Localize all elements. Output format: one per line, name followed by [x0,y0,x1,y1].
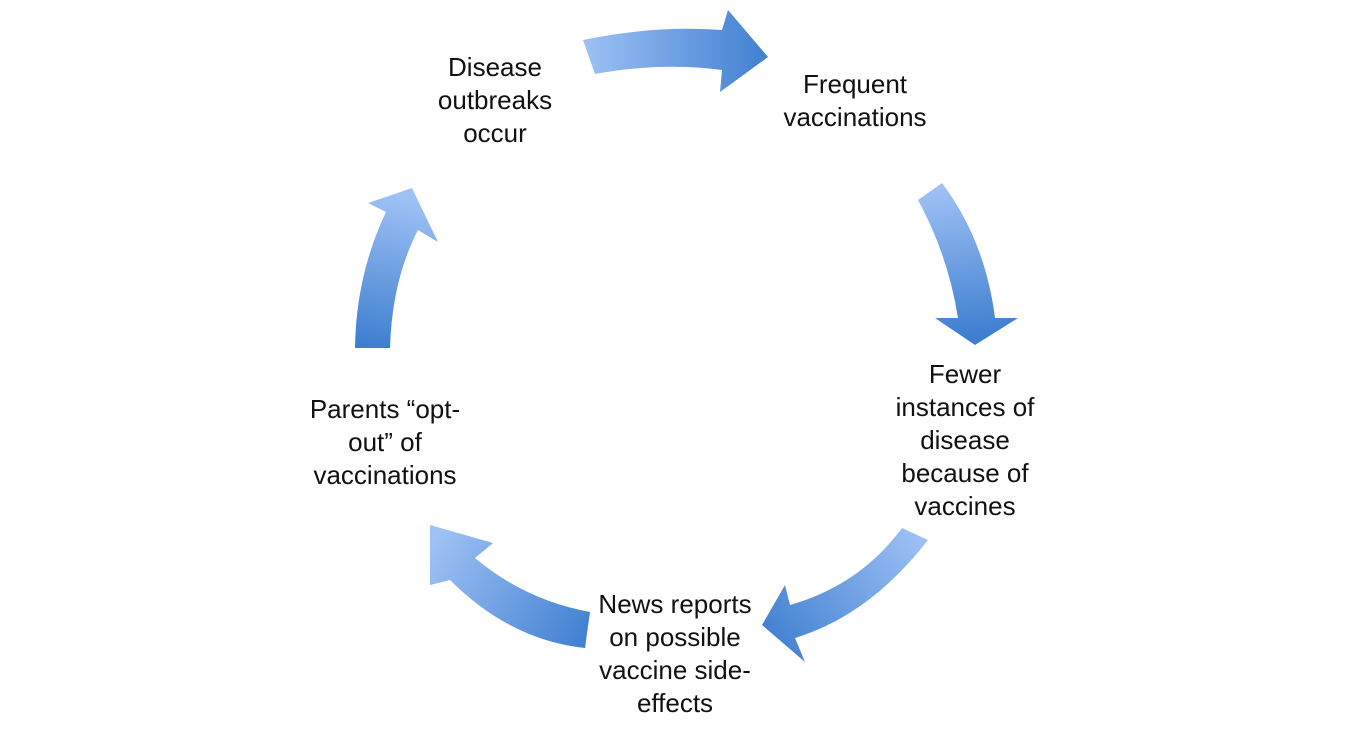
node-fewer-instances: Fewer instances of disease because of va… [870,358,1060,523]
node-line: vaccinations [783,102,927,132]
node-line: Parents “opt- [309,394,461,424]
node-line: occur [463,118,527,148]
node-line: outbreaks [437,85,553,115]
node-line: on possible [609,622,741,652]
arrow-outbreaks-to-vaccinations [583,10,768,92]
node-line: instances of [895,392,1035,422]
arrow-fewer-to-news [762,528,928,662]
node-line: because of [901,458,1029,488]
node-line: effects [636,688,714,718]
arrow-vaccinations-to-fewer [918,183,1018,345]
node-line: News reports [598,589,752,619]
node-line: disease [920,425,1010,455]
node-news-reports: News reports on possible vaccine side- e… [575,588,775,720]
node-parents-opt-out: Parents “opt- out” of vaccinations [285,393,485,492]
node-line: out” of [348,427,422,457]
node-line: Fewer [928,359,1002,389]
arrow-parents-to-outbreaks [355,188,438,348]
node-line: vaccine side- [599,655,751,685]
node-disease-outbreaks: Disease outbreaks occur [405,51,585,150]
node-line: Disease [448,52,542,82]
node-frequent-vaccinations: Frequent vaccinations [755,68,955,134]
node-line: vaccinations [313,460,457,490]
node-line: vaccines [914,491,1016,521]
arrow-news-to-parents [430,525,590,648]
node-line: Frequent [802,69,908,99]
